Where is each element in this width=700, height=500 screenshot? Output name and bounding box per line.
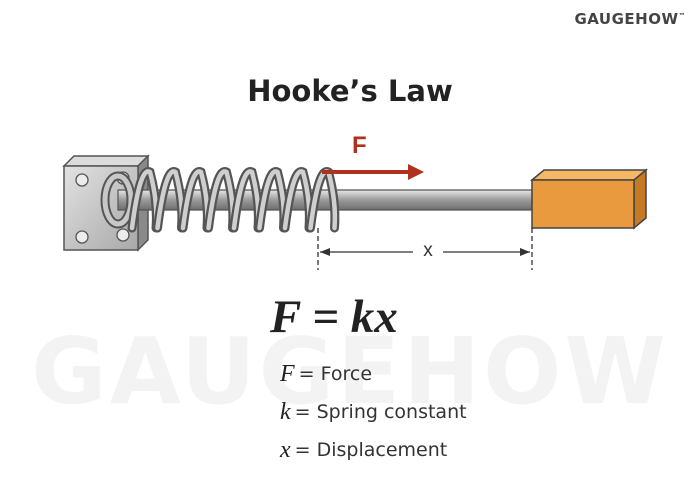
legend-definition: = Force xyxy=(298,363,373,385)
page-title: Hooke’s Law xyxy=(247,74,453,108)
displacement-dimension xyxy=(317,228,533,270)
bolt-icon xyxy=(116,228,130,242)
legend-symbol: F xyxy=(280,360,295,387)
force-arrow xyxy=(322,164,424,180)
hookes-law-equation: F = kx xyxy=(270,291,398,343)
legend-item: F = Force xyxy=(280,355,467,393)
legend-symbol: x xyxy=(280,436,291,463)
legend-definition: = Spring constant xyxy=(294,401,467,423)
legend-item: k = Spring constant xyxy=(280,393,467,431)
watermark: GAUGEHOW xyxy=(30,318,670,425)
legend-item: x = Displacement xyxy=(280,431,467,469)
brand-logo: GAUGEHOW™ xyxy=(574,10,686,28)
bolt-icon xyxy=(75,230,89,244)
variable-legend: F = Force k = Spring constant x = Displa… xyxy=(280,355,467,469)
displacement-label: x xyxy=(413,240,443,262)
legend-definition: = Displacement xyxy=(294,439,448,461)
bolt-icon xyxy=(75,173,89,187)
force-label: F xyxy=(352,132,367,159)
mass-block xyxy=(529,168,649,230)
legend-symbol: k xyxy=(280,398,291,425)
